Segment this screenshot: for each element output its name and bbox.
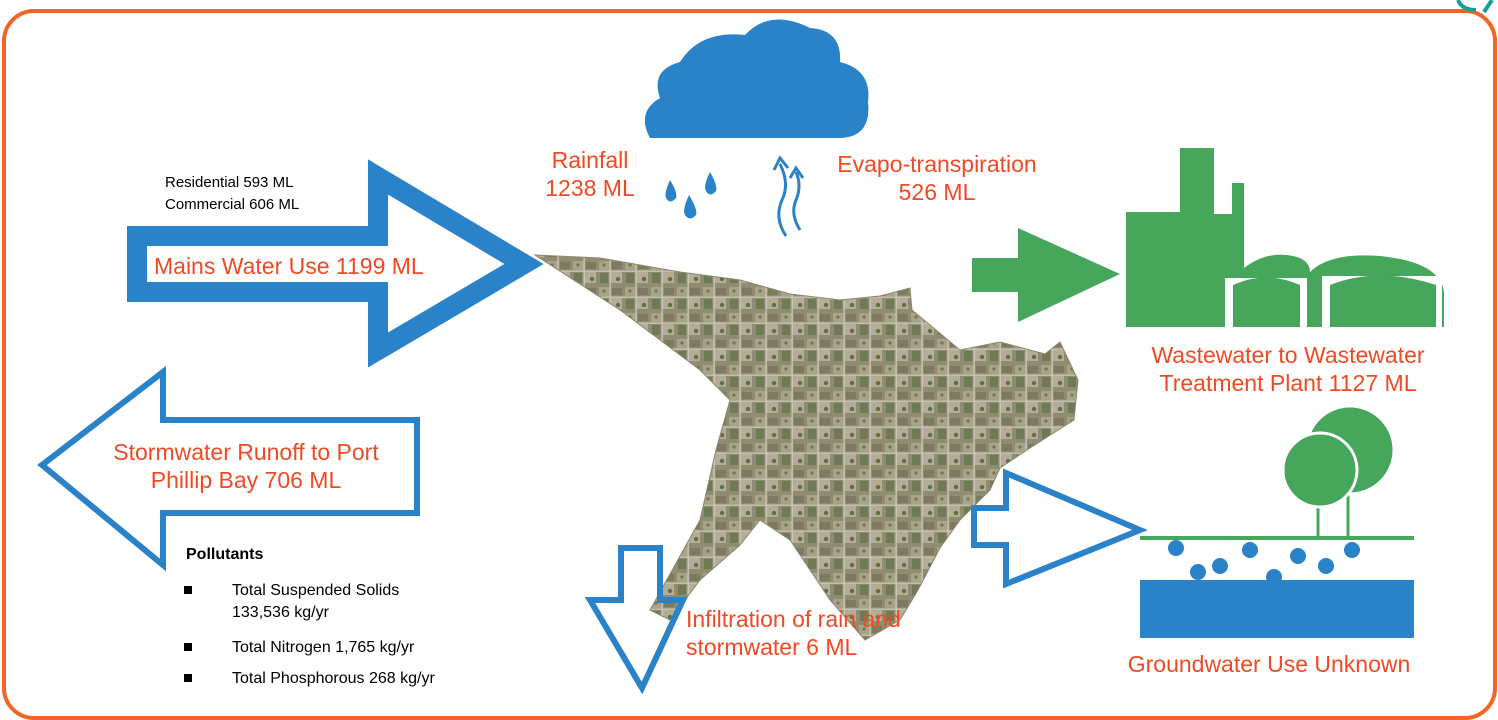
- stormwater-arrow: [37, 365, 420, 572]
- wastewater-title: Wastewater to Wastewater: [1151, 342, 1425, 368]
- groundwater-arrow: [971, 468, 1148, 589]
- pollutant-text: Total Nitrogen 1,765 kg/yr: [232, 639, 415, 656]
- rainfall-value: 1238 ML: [545, 175, 635, 201]
- bullet-icon: [184, 674, 192, 682]
- wastewater-arrow: [972, 228, 1120, 322]
- pollutant-item: Total Phosphorous 268 kg/yr: [184, 668, 435, 690]
- suburb-aerial-map: [533, 254, 1079, 641]
- infiltration-arrow: [584, 545, 688, 695]
- infiltration-value: stormwater 6 ML: [686, 634, 858, 660]
- wastewater-label: Wastewater to Wastewater Treatment Plant…: [1118, 341, 1458, 397]
- bullet-icon: [184, 643, 192, 651]
- pollutant-item: Total Nitrogen 1,765 kg/yr: [184, 637, 414, 659]
- residential-use-label: Residential 593 ML: [165, 174, 294, 191]
- cloud-icon: [644, 19, 869, 138]
- stormwater-value: Phillip Bay 706 ML: [150, 467, 342, 493]
- bullet-icon: [184, 586, 192, 594]
- infiltration-title: Infiltration of rain and: [686, 606, 901, 632]
- pollutants-heading: Pollutants: [186, 546, 264, 563]
- groundwater-icon: [1140, 540, 1414, 638]
- mains-water-label: Mains Water Use 1199 ML: [154, 253, 424, 279]
- mains-water-arrow: [127, 159, 544, 368]
- evapotranspiration-label: Evapo-transpiration 526 ML: [812, 150, 1062, 206]
- raindrops-icon: [665, 172, 717, 219]
- evapotranspiration-title: Evapo-transpiration: [837, 151, 1037, 177]
- stormwater-title: Stormwater Runoff to Port: [113, 439, 379, 465]
- pollutant-text: Total Suspended Solids: [232, 582, 400, 599]
- treatment-plant-icon: [1126, 148, 1444, 327]
- trees-icon: [1140, 404, 1414, 540]
- commercial-use-label: Commercial 606 ML: [165, 196, 300, 210]
- corner-logo-icon: [1456, 0, 1477, 12]
- infiltration-label: Infiltration of rain and stormwater 6 ML: [686, 605, 901, 661]
- wastewater-value: Treatment Plant 1127 ML: [1159, 370, 1417, 396]
- pollutant-item: Total Suspended Solids 133,536 kg/yr: [184, 580, 399, 624]
- evaporation-arrows-icon: [772, 155, 805, 237]
- rainfall-title: Rainfall: [551, 147, 629, 173]
- pollutant-text: Total Phosphorous 268 kg/yr: [232, 670, 435, 687]
- rainfall-label: Rainfall 1238 ML: [530, 146, 650, 202]
- stormwater-label: Stormwater Runoff to Port Phillip Bay 70…: [76, 438, 416, 494]
- evapotranspiration-value: 526 ML: [898, 179, 976, 205]
- groundwater-label: Groundwater Use Unknown: [1127, 651, 1411, 677]
- pollutant-value: 133,536 kg/yr: [232, 604, 329, 621]
